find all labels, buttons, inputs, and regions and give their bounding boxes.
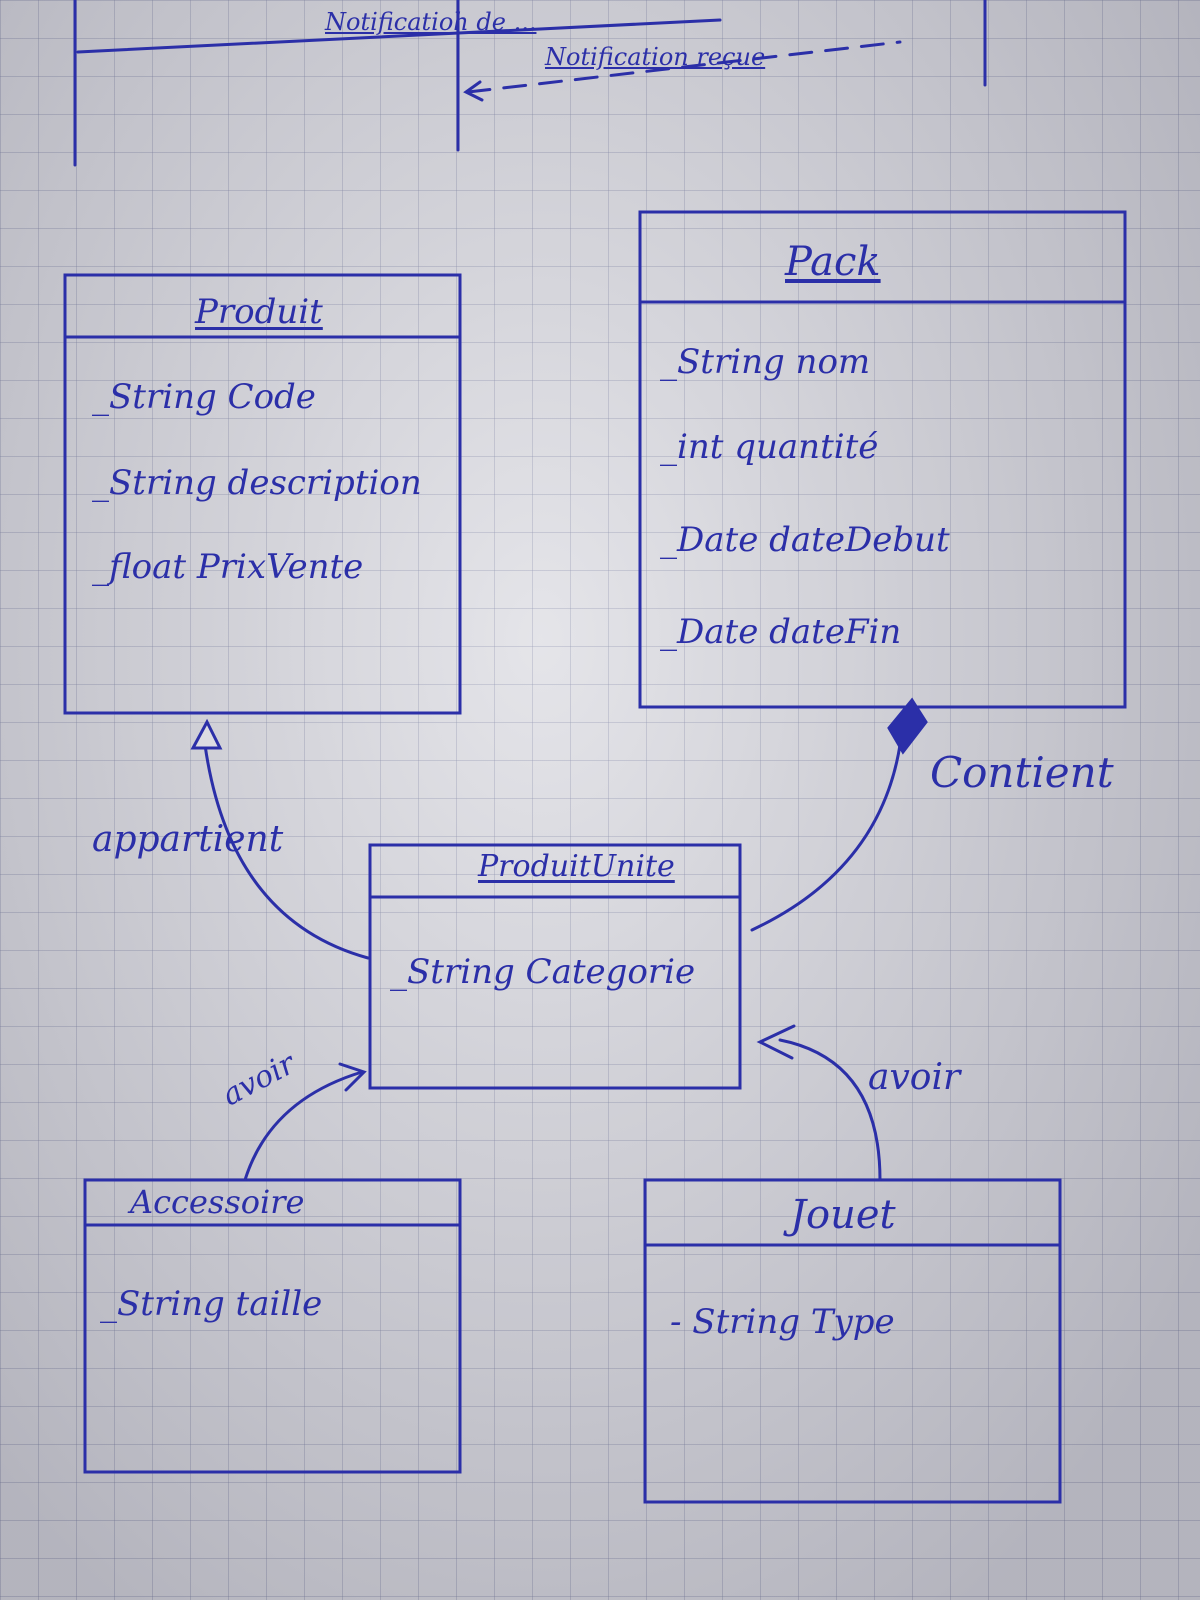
appartient-arrowhead xyxy=(190,718,223,750)
pack-attribute: _Date dateFin xyxy=(660,612,902,652)
jouet-box-shape xyxy=(643,1178,1062,1504)
appartient-line xyxy=(203,743,370,960)
avoir-right-line xyxy=(778,1038,882,1182)
sequence-message-line xyxy=(76,18,722,54)
accessoire-attribute: _String taille xyxy=(100,1284,323,1324)
pack-attribute: _int quantité xyxy=(660,427,879,467)
produit-title: Produit xyxy=(195,292,323,332)
avoir-right-label: avoir xyxy=(868,1057,961,1098)
pack-title: Pack xyxy=(785,239,881,285)
contient-diamond xyxy=(887,697,928,755)
produit-box-shape xyxy=(63,273,462,715)
sequence-return-arrow xyxy=(463,80,484,102)
jouet-attribute: - String Type xyxy=(670,1302,895,1342)
contient-label: Contient xyxy=(930,748,1114,797)
appartient-label: appartient xyxy=(92,819,284,860)
pack-box-shape xyxy=(638,210,1127,709)
notification-send-label: Notificatioh de ... xyxy=(325,8,537,36)
pack-attribute: _Date dateDebut xyxy=(660,520,950,560)
produit-unite-title: ProduitUnite xyxy=(478,849,675,884)
avoir-left-line xyxy=(243,1070,364,1182)
contient-line xyxy=(750,743,902,932)
avoir-left-arrowhead xyxy=(338,1062,367,1092)
accessoire-title: Accessoire xyxy=(130,1183,305,1221)
produit-attribute: _float PrixVente xyxy=(92,547,364,587)
produit-unite-box-shape xyxy=(368,843,742,1090)
notification-received-label: Notification reçue xyxy=(545,43,766,71)
accessoire-box-shape xyxy=(83,1178,462,1474)
jouet-title: Jouet xyxy=(790,1192,896,1238)
produit-unite-attribute: _String Categorie xyxy=(390,952,696,992)
avoir-right-arrowhead xyxy=(756,1024,796,1060)
produit-attribute: _String Code xyxy=(92,377,316,417)
pack-attribute: _String nom xyxy=(660,342,871,382)
sequence-return-line xyxy=(466,40,902,94)
produit-attribute: _String description xyxy=(92,463,422,503)
